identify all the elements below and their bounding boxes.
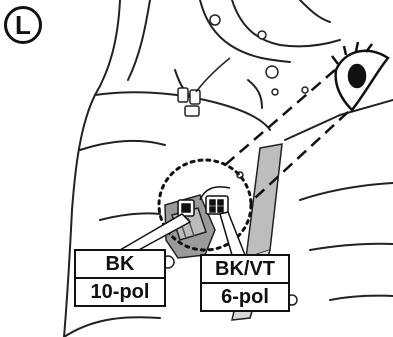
- plug-10pol: [178, 200, 194, 216]
- connector-color-code: BK: [76, 251, 164, 277]
- connector-pin-count: 6-pol: [202, 282, 288, 310]
- harness-plugs-upper: [178, 58, 230, 116]
- eye-icon: [332, 42, 388, 110]
- connector-label-bkvt: BK/VT 6-pol: [200, 254, 290, 312]
- side-indicator-badge: L: [4, 6, 42, 44]
- connector-label-bk: BK 10-pol: [74, 249, 166, 307]
- connector-pin-count: 10-pol: [76, 277, 164, 305]
- connector-color-code: BK/VT: [202, 256, 288, 282]
